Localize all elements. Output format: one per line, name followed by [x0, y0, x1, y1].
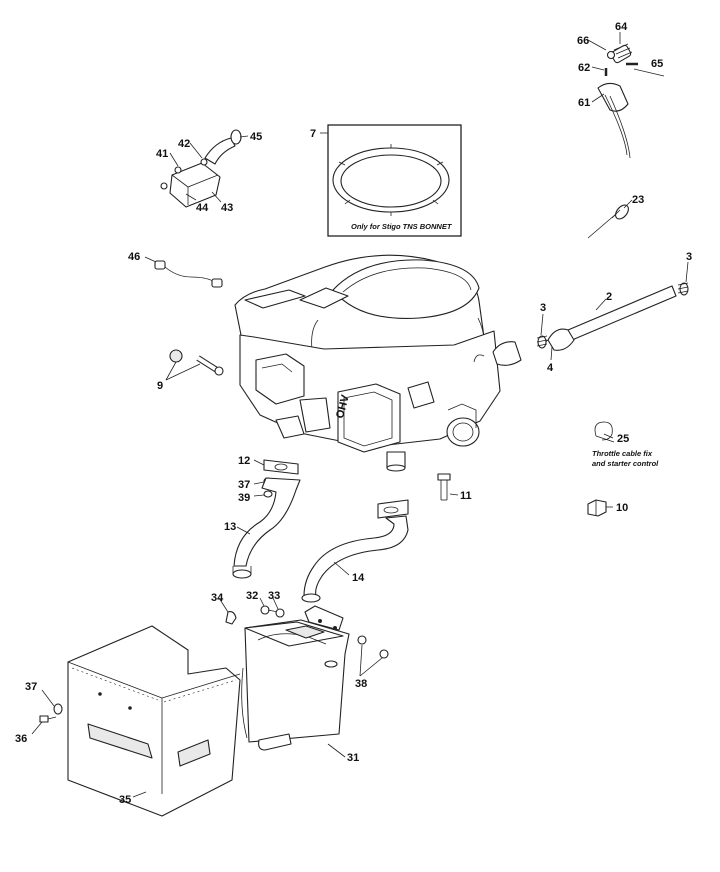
callout-46: 46	[128, 251, 140, 263]
throttle-note-line2: and starter control	[592, 459, 659, 468]
callout-37-bottom: 37	[25, 681, 37, 693]
clip-part	[587, 499, 607, 517]
callout-39: 39	[238, 492, 250, 504]
callout-62: 62	[578, 62, 590, 74]
callout-14: 14	[352, 572, 365, 584]
callout-37-top: 37	[238, 479, 250, 491]
engine-block: OHV	[234, 254, 522, 472]
nut-parts	[357, 635, 389, 659]
callout-13: 13	[224, 521, 236, 533]
callout-42: 42	[178, 138, 190, 150]
callout-2: 2	[606, 291, 612, 303]
bolt-part	[437, 473, 451, 501]
fuel-hose-part	[567, 282, 689, 341]
solenoid-assembly	[160, 129, 242, 208]
exhaust-pipe-left-part	[232, 477, 301, 579]
callout-10: 10	[616, 502, 628, 514]
cable-clip-part	[587, 204, 629, 239]
callout-9: 9	[157, 380, 163, 392]
callout-25: 25	[617, 433, 629, 445]
bonnet-ring-part	[332, 144, 450, 216]
callout-3-left: 3	[540, 302, 546, 314]
bonnet-inset-box: Only for Stigo TNS BONNET	[327, 124, 462, 237]
callout-64: 64	[615, 21, 628, 33]
callout-43: 43	[221, 202, 233, 214]
callout-45: 45	[250, 131, 262, 143]
callout-12: 12	[238, 455, 250, 467]
callout-3-right: 3	[686, 251, 692, 263]
muffler-bolts-parts	[225, 605, 285, 625]
callout-44: 44	[196, 202, 209, 214]
throttle-lever-assembly	[597, 43, 638, 159]
heat-shield-part	[67, 625, 241, 817]
callout-4: 4	[547, 362, 554, 374]
exhaust-pipe-right-part	[301, 499, 409, 603]
callout-23: 23	[632, 194, 644, 206]
callout-38: 38	[355, 678, 367, 690]
callout-32: 32	[246, 590, 258, 602]
shield-bolt-parts	[39, 703, 63, 723]
callout-66: 66	[577, 35, 589, 47]
callout-labels: 64 66 65 62 61 7 45 42 41 44 43 23 46 3 …	[15, 21, 692, 806]
callout-33: 33	[268, 590, 280, 602]
throttle-note-line1: Throttle cable fix	[592, 449, 653, 458]
fuel-filter-part	[536, 328, 575, 351]
stud-nut-parts	[169, 349, 224, 376]
callout-36: 36	[15, 733, 27, 745]
callout-34: 34	[211, 592, 224, 604]
leader-lines	[31, 32, 689, 798]
callout-31: 31	[347, 752, 359, 764]
callout-7: 7	[310, 128, 316, 140]
bonnet-note: Only for Stigo TNS BONNET	[351, 222, 453, 231]
callout-41: 41	[156, 148, 168, 160]
callout-11: 11	[460, 490, 472, 502]
throttle-cable-clip-part	[594, 421, 615, 443]
muffler-part	[241, 605, 350, 751]
callout-61: 61	[578, 97, 590, 109]
callout-35: 35	[119, 794, 131, 806]
wire-harness-part	[154, 260, 223, 288]
callout-65: 65	[651, 58, 663, 70]
